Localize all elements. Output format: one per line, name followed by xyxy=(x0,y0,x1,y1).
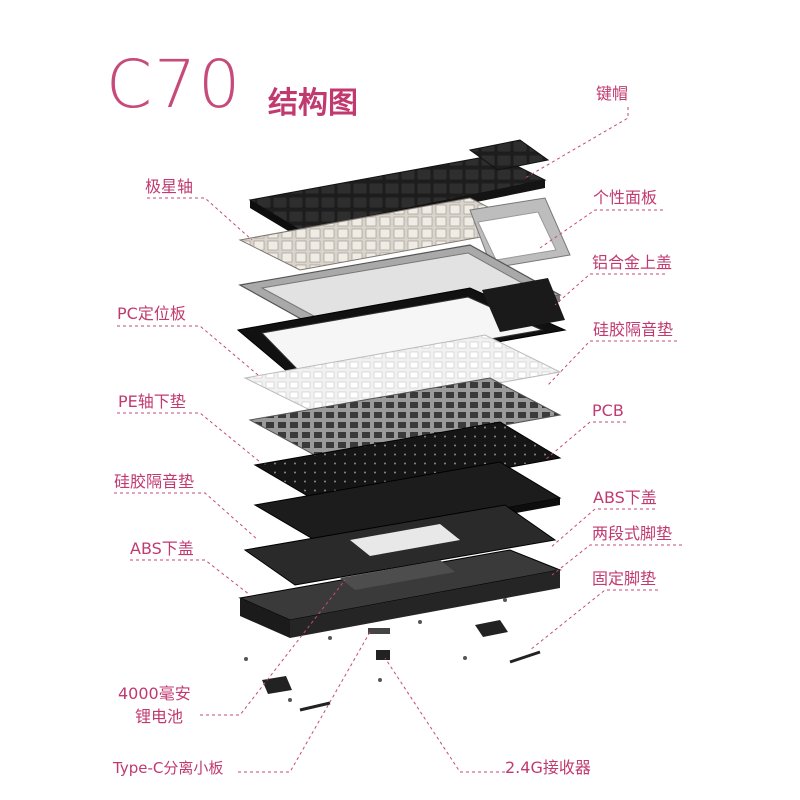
leader-battery xyxy=(200,579,346,716)
leader-silicone-top xyxy=(547,340,677,386)
leader-typec xyxy=(238,631,371,773)
label-abs-bottom-right: ABS下盖 xyxy=(593,488,657,507)
label-switches: 极星轴 xyxy=(145,177,194,196)
leader-lines xyxy=(114,107,682,773)
diagram-title-model: C70 xyxy=(106,46,243,123)
leader-receiver xyxy=(384,657,505,773)
label-pe-pad: PE轴下垫 xyxy=(118,392,186,411)
label-receiver: 2.4G接收器 xyxy=(505,758,591,777)
pe-pad-layer xyxy=(248,377,562,459)
leader-switches xyxy=(147,197,253,241)
label-battery-line2: 锂电池 xyxy=(135,707,184,726)
label-typec-board: Type-C分离小板 xyxy=(113,759,224,777)
label-silicone-bottom: 硅胶隔音垫 xyxy=(114,472,195,491)
leader-silicone-bottom xyxy=(114,492,259,541)
leader-top-case xyxy=(554,273,665,306)
label-battery-line1: 4000毫安 xyxy=(118,684,191,703)
leader-pcb xyxy=(544,421,626,461)
small-parts xyxy=(244,598,541,712)
label-abs-bottom-left: ABS下盖 xyxy=(130,539,194,558)
leader-abs-left xyxy=(130,559,251,596)
leader-abs-right xyxy=(549,508,655,549)
pc-plate-layer xyxy=(236,278,567,379)
leader-panel xyxy=(539,209,663,249)
panel-frame-layer xyxy=(469,197,571,269)
leader-feet-fixed xyxy=(529,589,658,651)
diagram-title-subtitle: 结构图 xyxy=(268,86,358,121)
leader-plate xyxy=(117,325,259,376)
label-pcb: PCB xyxy=(592,401,624,420)
leader-pe-pad xyxy=(117,412,261,463)
abs-bottom-case-layer xyxy=(238,504,562,638)
silicone-pad-top-layer xyxy=(243,334,562,416)
label-feet-two-stage: 两段式脚垫 xyxy=(592,524,673,543)
label-plate: PC定位板 xyxy=(117,304,186,323)
label-silicone-top: 硅胶隔音垫 xyxy=(593,320,674,339)
label-feet-fixed: 固定脚垫 xyxy=(592,569,657,588)
leader-feet-two-stage xyxy=(551,544,682,576)
label-top-case: 铝合金上盖 xyxy=(592,253,673,272)
leader-keycaps xyxy=(524,107,629,179)
pcb-layer xyxy=(253,421,562,503)
label-panel: 个性面板 xyxy=(593,188,658,207)
label-keycaps: 键帽 xyxy=(596,84,629,103)
